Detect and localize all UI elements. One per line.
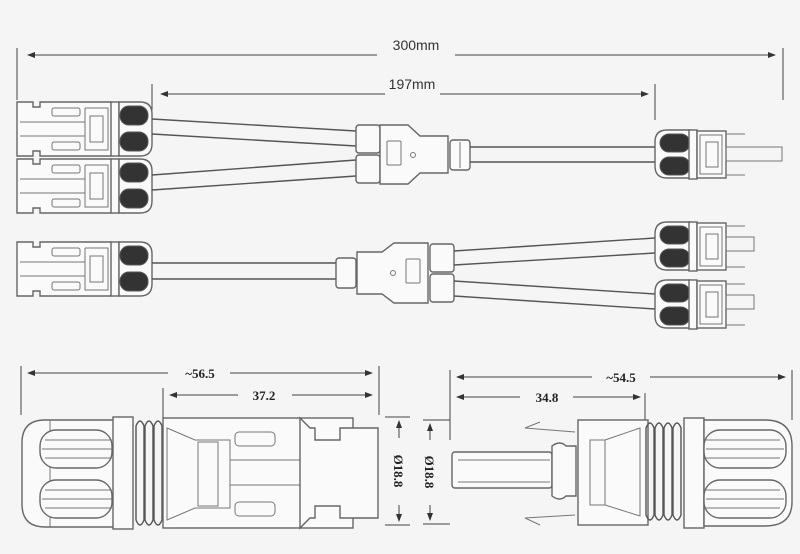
male-connector-bottom-2 <box>654 279 746 330</box>
y-branch-connector-bottom <box>335 242 455 304</box>
dimension-male-body: 37.2 <box>162 388 373 420</box>
female-length-label: ~54.5 <box>606 370 636 385</box>
overall-length-label: 300mm <box>393 37 440 53</box>
thread-male <box>135 420 163 526</box>
cables-bottom-right <box>453 237 656 310</box>
female-body-length-label: 34.8 <box>536 390 559 405</box>
cable-top-main <box>470 146 655 163</box>
cables-top-left <box>151 118 357 191</box>
thread-female <box>645 422 682 521</box>
female-connector-top-2 <box>16 158 153 214</box>
dimension-female-length: ~54.5 <box>449 370 793 440</box>
male-length-label: ~56.5 <box>185 366 215 381</box>
female-connector-bottom <box>16 241 153 297</box>
male-pins-bottom <box>725 236 755 310</box>
dimension-male-diameter: Ø18.8 <box>385 416 410 526</box>
male-connector-detail <box>21 416 379 530</box>
male-connector-bottom-1 <box>654 221 746 272</box>
dimension-300mm: 300mm <box>16 37 784 100</box>
female-connector-detail <box>451 417 793 529</box>
dimension-197mm: 197mm <box>151 76 656 120</box>
cable-bottom-main <box>152 262 336 280</box>
male-connector-top <box>654 129 745 180</box>
male-diameter-label: Ø18.8 <box>391 455 406 488</box>
male-pin-top <box>725 146 783 162</box>
female-connector-top-1 <box>16 101 153 157</box>
dimension-male-length: ~56.5 <box>20 366 380 415</box>
dimension-female-diameter: Ø18.8 <box>422 419 450 525</box>
male-body-length-label: 37.2 <box>253 388 276 403</box>
branch-length-label: 197mm <box>389 76 436 92</box>
dimension-female-body: 34.8 <box>456 390 646 420</box>
y-branch-connector-top <box>355 124 471 185</box>
female-diameter-label: Ø18.8 <box>422 456 437 489</box>
